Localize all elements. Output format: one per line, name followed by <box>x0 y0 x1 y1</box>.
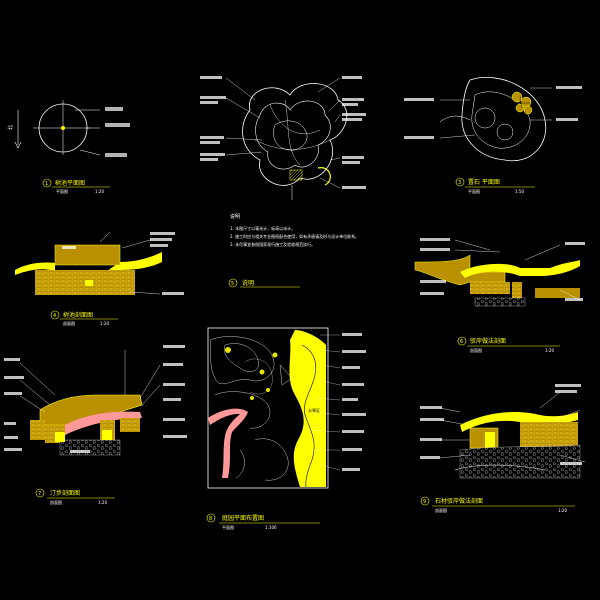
drawing-3-subtitle: 平面图 <box>468 188 480 194</box>
drawing-4-scale: 1:20 <box>100 321 109 326</box>
drawing-6-subtitle: 剖面图 <box>470 347 482 353</box>
drawing-8-subtitle: 平面图 <box>222 524 234 530</box>
drawing-8-scale: 1:100 <box>265 525 277 530</box>
drawing-1-title: 树池平面图 <box>55 179 85 187</box>
drawing-1-number: 1 <box>45 181 48 187</box>
notes-line-3: 3. 未尽事宜参照国家现行施工及验收规范执行。 <box>230 241 315 247</box>
drawing-8-number: 8 <box>209 516 212 522</box>
drawing-garden-master-plan: 水景区 8 庭园平面布置图 平面图 1:100 <box>206 327 366 530</box>
drawing-9-title: 石材驳岸做法剖面 <box>435 497 483 505</box>
drawing-6-title: 驳岸做法剖面 <box>470 337 506 345</box>
north-arrow-label: 北 <box>7 125 14 130</box>
drawing-3-title: 置石 平面图 <box>468 179 500 186</box>
drawing-8-title: 庭园平面布置图 <box>222 514 264 522</box>
drawing-5-number: 5 <box>231 281 234 287</box>
drawing-7-title: 汀步剖面图 <box>50 489 80 497</box>
master-plan-water-label: 水景区 <box>308 407 320 413</box>
notes-line-1: 1. 本图尺寸以毫米计，标高以米计。 <box>230 225 295 231</box>
drawing-6-scale: 1:20 <box>545 348 554 353</box>
drawing-7-scale: 1:20 <box>98 500 107 505</box>
drawing-6-number: 6 <box>460 339 463 345</box>
drawing-notes-block: 说明 1. 本图尺寸以毫米计，标高以米计。 2. 施工时应与相关专业图纸配合使用… <box>228 213 359 288</box>
drawing-bridge-section: 7 汀步剖面图 剖面图 1:20 <box>4 345 187 505</box>
drawing-3-scale: 1:50 <box>515 189 524 194</box>
drawing-tree-ring-plan: 北 1 树池平面图 平面图 1:20 <box>7 100 130 194</box>
drawing-rockery-plan <box>200 76 366 200</box>
drawing-4-subtitle: 剖面图 <box>63 320 75 326</box>
drawing-stone-plan: 3 置石 平面图 平面图 1:50 <box>404 77 582 194</box>
drawing-4-number: 4 <box>53 313 56 319</box>
drawing-9-number: 9 <box>423 499 426 505</box>
drawing-4-title: 树池剖面图 <box>63 311 93 319</box>
drawing-pond-edge-section: 6 驳岸做法剖面 剖面图 1:20 <box>414 238 585 353</box>
drawing-1-subtitle: 平面图 <box>56 188 68 194</box>
drawing-9-scale: 1:20 <box>558 508 567 513</box>
drawing-stone-edge-section: 9 石材驳岸做法剖面 剖面图 1:20 <box>420 384 586 513</box>
drawing-7-subtitle: 剖面图 <box>50 499 62 505</box>
drawing-9-subtitle: 剖面图 <box>435 507 447 513</box>
notes-line-2: 2. 施工时应与相关专业图纸配合使用，如有矛盾请及时与设计单位联系。 <box>230 233 359 239</box>
drawing-5-title: 说明 <box>242 279 254 287</box>
drawing-1-scale: 1:20 <box>95 189 104 194</box>
notes-header: 说明 <box>230 213 240 220</box>
drawing-7-number: 7 <box>38 491 41 497</box>
drawing-3-number: 3 <box>458 180 461 186</box>
drawing-tree-pit-section: 4 树池剖面图 剖面图 1:20 <box>15 231 184 326</box>
